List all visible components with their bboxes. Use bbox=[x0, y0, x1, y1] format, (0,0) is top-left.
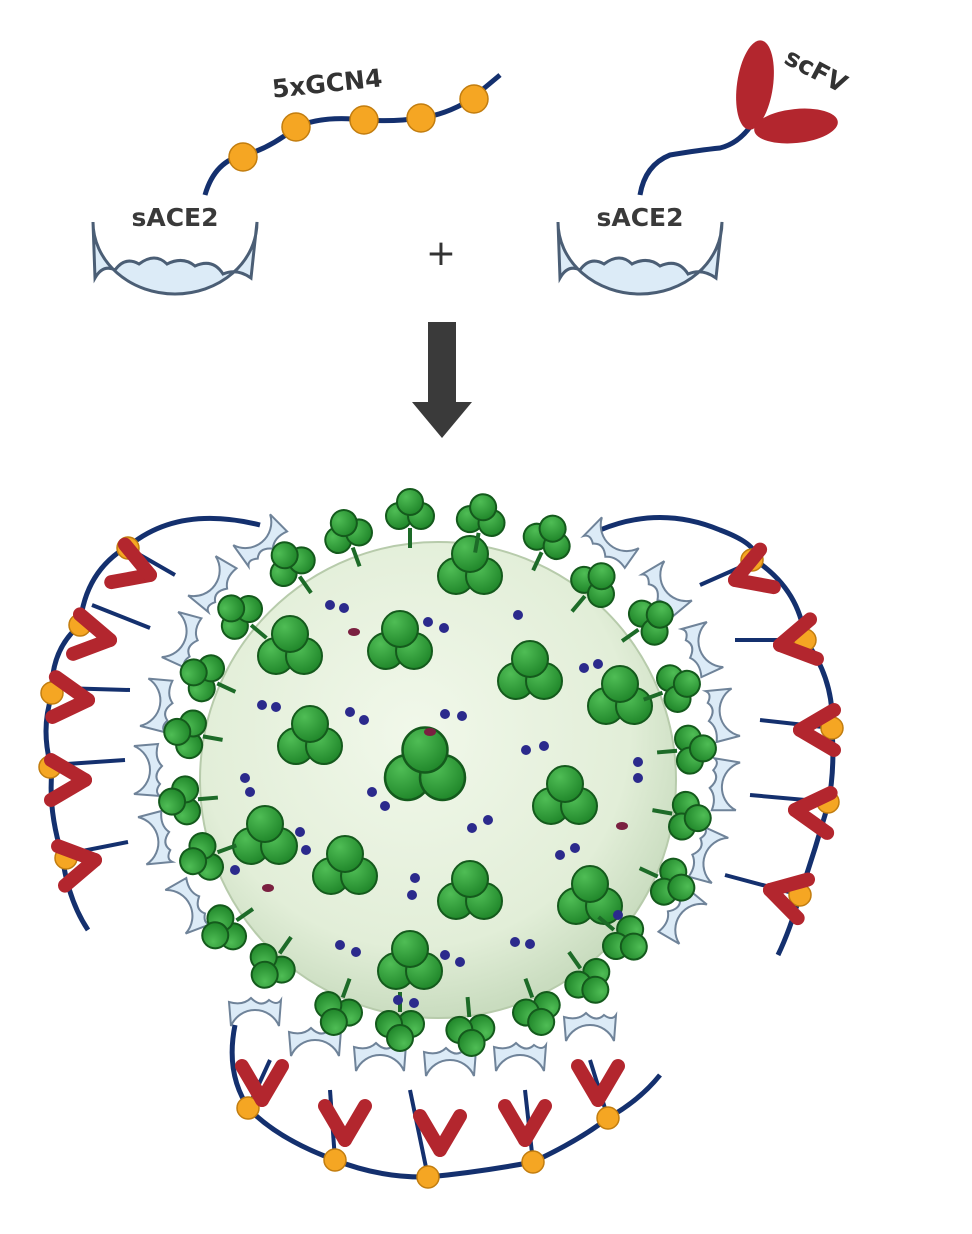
gcn4-bead-icon bbox=[228, 142, 258, 172]
down-arrow-icon bbox=[412, 322, 472, 438]
virion-complex bbox=[38, 487, 844, 1189]
scfv-linker bbox=[637, 108, 763, 196]
scfv-antibody-icon bbox=[736, 40, 838, 144]
gcn4-label: 5xGCN4 bbox=[271, 63, 384, 103]
sace2-label-right: sACE2 bbox=[596, 203, 683, 232]
sace2-label-left: sACE2 bbox=[131, 203, 218, 232]
sace2-receptor-icon bbox=[556, 220, 724, 296]
gcn4-bead-icon bbox=[281, 112, 311, 142]
gcn4-bead-icon bbox=[406, 103, 436, 133]
membrane-dots-red bbox=[262, 628, 628, 892]
sace2-receptor-icon bbox=[91, 220, 259, 296]
gcn4-bead-icon bbox=[459, 84, 489, 114]
sace2-scfv-construct: sACE2 scFV bbox=[556, 40, 853, 296]
plus-sign: + bbox=[426, 233, 456, 274]
membrane-dots bbox=[230, 600, 643, 1008]
scfv-label: scFV bbox=[780, 42, 853, 99]
gcn4-bead-icon bbox=[349, 105, 379, 135]
